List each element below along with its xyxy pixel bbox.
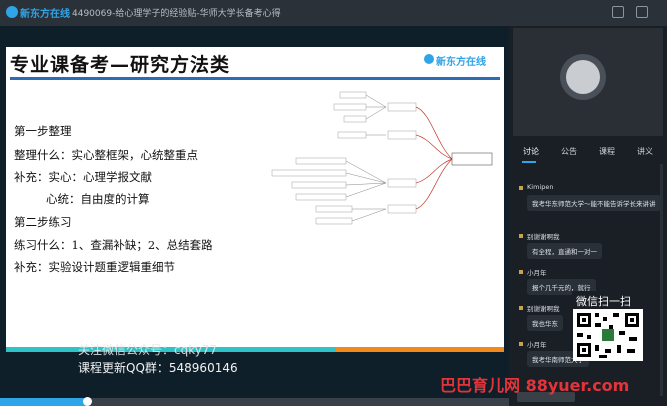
logo-text: 新东方在线 [20,9,70,20]
bottom-action-button[interactable] [517,392,575,402]
chat-user-name: Kimipen [527,183,554,191]
slide-line: 补充：实验设计题重逻辑重细节 [14,260,175,274]
watermark-qq: 课程更新QQ群：548960146 [78,361,238,375]
chat-message: 有全程，直通和一对一 [527,243,602,259]
user-badge-icon [519,342,523,346]
slide-line: 第二步练习 [14,215,72,229]
slide-title: 专业课备考—研究方法类 [10,54,231,76]
chat-user-name: 别谢谢啊我 [527,233,560,241]
qr-label: 微信扫一扫 [576,295,631,308]
site-watermark: 巴巴育儿网 88yuer.com [440,376,630,395]
qr-label-background [572,291,644,307]
playback-progress-fill [0,398,87,406]
chat-scrollbar[interactable] [660,164,663,396]
tab-handout[interactable]: 讲义 [637,147,653,156]
slide-line: 心统：自由度的计算 [46,192,150,206]
settings-icon[interactable] [636,6,648,18]
user-badge-icon [519,234,523,238]
slide-line: 练习什么：1、查漏补缺；2、总结套路 [14,238,213,252]
course-title: 4490069-给心理学子的经验贴-华师大学长备考心得 [72,9,281,19]
slide-divider [10,77,500,80]
chat-message: 我考华东师范大学～能不能告诉学长来讲讲 [527,195,661,211]
mindmap-diagram [271,91,493,225]
slide-line: 补充：实心：心理学报文献 [14,170,152,184]
logo-icon [6,6,18,18]
tab-course[interactable]: 课程 [599,147,615,156]
qr-code-pattern [577,313,639,358]
tab-discussion[interactable]: 讨论 [523,147,539,156]
slide-footer-accent [336,347,504,352]
slide: 专业课备考—研究方法类 新东方在线 第一步整理 整理什么：实心整框架，心统整重点… [6,47,504,347]
user-badge-icon [519,186,523,190]
slide-logo: 新东方在线 [436,57,486,68]
user-badge-icon [519,270,523,274]
side-tabs: 讨论 公告 课程 讲义 [513,142,663,162]
app-logo: 新东方在线 [6,5,70,21]
chat-user-name: 小月年 [527,341,547,349]
playback-progress-handle[interactable] [83,397,92,406]
chat-list: Kimipen 我考华东师范大学～能不能告诉学长来讲讲 别谢谢啊我 有全程，直通… [513,164,663,396]
top-bar: 新东方在线 4490069-给心理学子的经验贴-华师大学长备考心得 [0,0,667,26]
screen-icon[interactable] [612,6,624,18]
microphone-icon [566,60,600,94]
slide-line: 第一步整理 [14,124,72,138]
active-tab-indicator [522,161,536,163]
chat-user-name: 小月年 [527,269,547,277]
playback-progress-track[interactable] [0,398,509,406]
watermark-wechat: 关注微信公众号：cqky77 [78,343,218,357]
qr-code [573,309,643,361]
slide-footer-bar [6,347,504,352]
chat-user-name: 别谢谢啊我 [527,305,560,313]
tab-notice[interactable]: 公告 [561,147,577,156]
chat-message: 我也华东 [527,315,563,331]
user-badge-icon [519,306,523,310]
slide-line: 整理什么：实心整框架，心统整重点 [14,148,198,162]
slide-logo-icon [424,54,434,64]
